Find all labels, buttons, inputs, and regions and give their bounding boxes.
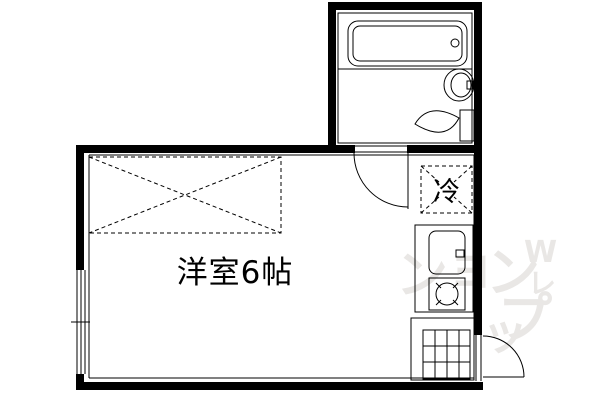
entrance-tile bbox=[410, 317, 475, 381]
watermark-char: ョ bbox=[446, 238, 496, 296]
top-wall-right bbox=[407, 145, 482, 153]
watermark-char: ン bbox=[396, 246, 449, 306]
right-wall bbox=[474, 2, 482, 335]
walls bbox=[76, 2, 483, 390]
toilet-tank bbox=[466, 80, 474, 90]
gas-burner bbox=[435, 282, 459, 306]
genkan-outline bbox=[410, 317, 475, 381]
sliding-window bbox=[71, 270, 90, 374]
bathtub-drain bbox=[450, 38, 460, 48]
counter-outline bbox=[414, 224, 474, 313]
bottom-wall bbox=[76, 382, 483, 390]
room-label: 洋室6帖 bbox=[176, 255, 294, 291]
bathroom-door bbox=[353, 145, 409, 209]
burner-ticks bbox=[435, 282, 459, 306]
bathtub-outer bbox=[347, 20, 468, 67]
faucet bbox=[455, 249, 465, 258]
burner-box bbox=[428, 277, 466, 311]
left-wall-upper bbox=[76, 145, 84, 270]
entrance-door-swing-arc bbox=[482, 335, 525, 378]
kitchen-counter bbox=[414, 224, 474, 313]
watermark-char: ン bbox=[486, 241, 540, 304]
bathroom-inner-outline bbox=[337, 12, 473, 144]
bathroom-left-wall bbox=[328, 2, 336, 152]
entrance-door bbox=[475, 335, 525, 381]
toilet-bowl-inner bbox=[450, 72, 472, 98]
watermark-char: レ bbox=[528, 267, 557, 300]
bathroom-door-lintel bbox=[355, 145, 407, 153]
kitchen-sink bbox=[428, 230, 466, 275]
toilet-bowl-outer bbox=[443, 68, 475, 102]
main-room-outline bbox=[71, 154, 475, 379]
watermark-char: W bbox=[524, 235, 558, 270]
basin-bowl bbox=[414, 110, 460, 133]
vanity-basin bbox=[414, 109, 475, 142]
inner-floor-line bbox=[88, 154, 475, 379]
toilet bbox=[443, 68, 475, 102]
genkan-grid-lines bbox=[423, 330, 470, 379]
basin-cabinet bbox=[459, 109, 475, 142]
top-wall-left bbox=[76, 145, 355, 153]
entrance-door-jamb bbox=[475, 335, 482, 381]
watermark-char: ッ bbox=[482, 306, 528, 360]
closet-outline bbox=[88, 156, 282, 234]
bathtub bbox=[347, 20, 468, 67]
closet-area bbox=[88, 156, 282, 234]
bathtub-inner bbox=[352, 25, 463, 62]
fridge-label: 冷 bbox=[433, 177, 460, 208]
bathroom-door-swing-arc bbox=[353, 152, 409, 208]
watermark-char: プ bbox=[498, 287, 552, 350]
bathroom-top-wall bbox=[328, 2, 482, 10]
bathroom bbox=[337, 12, 475, 144]
